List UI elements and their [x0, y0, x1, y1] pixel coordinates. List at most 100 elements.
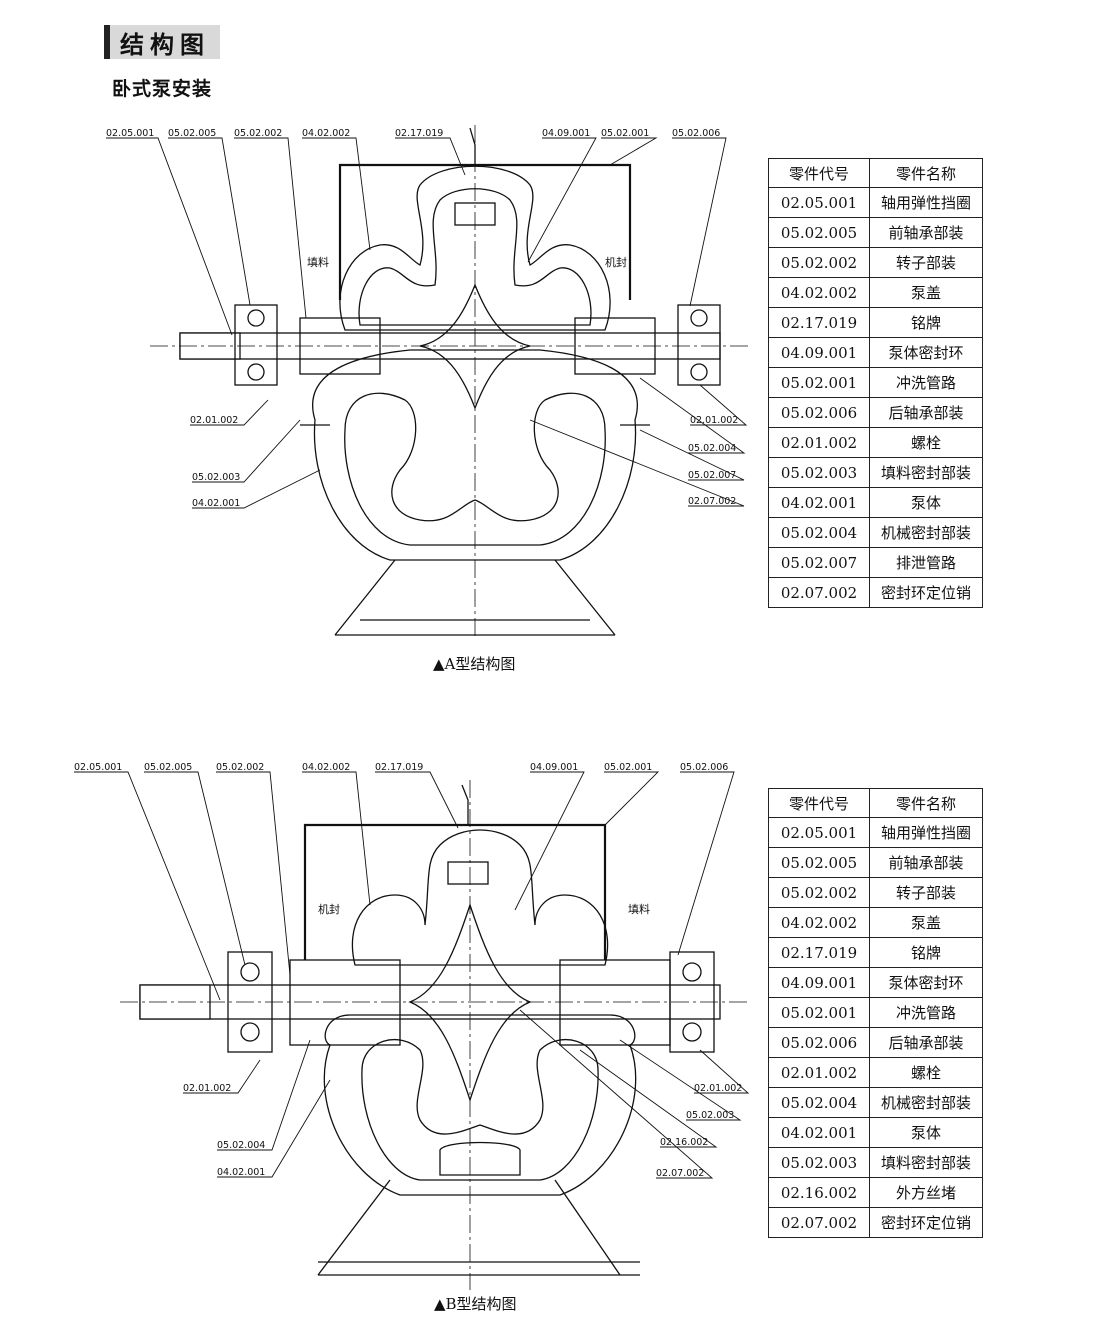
part-name: 后轴承部装: [869, 397, 983, 428]
b-callout-02-01-002-right: 02.01.002: [694, 1083, 742, 1094]
a-callout-02-01-002-right: 02.01.002: [690, 415, 738, 426]
b-callout-05-02-002: 05.02.002: [216, 762, 264, 773]
part-name: 冲洗管路: [869, 367, 983, 398]
b-callout-05-02-004: 05.02.004: [217, 1140, 265, 1151]
part-name: 排泄管路: [869, 547, 983, 578]
part-code: 04.02.001: [768, 1117, 870, 1148]
part-name: 螺栓: [869, 1057, 983, 1088]
part-code: 02.05.001: [768, 817, 870, 848]
b-inner-cavity: [361, 1039, 599, 1181]
part-name: 轴用弹性挡圈: [869, 187, 983, 218]
part-code: 02.01.002: [768, 427, 870, 458]
part-name: 填料密封部装: [869, 1147, 983, 1178]
part-name: 螺栓: [869, 427, 983, 458]
column-header-part-name: 零件名称: [869, 158, 983, 188]
table-header-row: 零件代号 零件名称: [768, 158, 983, 188]
part-code: 05.02.004: [768, 1087, 870, 1118]
b-callout-02-17-019: 02.17.019: [375, 762, 423, 773]
a-callout-02-07-002: 02.07.002: [688, 496, 736, 507]
column-header-part-name: 零件名称: [869, 788, 983, 818]
part-code: 05.02.006: [768, 1027, 870, 1058]
part-name: 泵体密封环: [869, 337, 983, 368]
b-callout-labels: 02.05.001 05.02.005 05.02.002 04.02.002 …: [74, 762, 742, 1179]
b-note-mech-seal: 机封: [318, 902, 340, 916]
column-header-part-code: 零件代号: [768, 158, 870, 188]
b-callout-02-05-001: 02.05.001: [74, 762, 122, 773]
b-callout-04-09-001: 04.09.001: [530, 762, 578, 773]
b-cover-outline: [351, 829, 609, 966]
part-code: 02.16.002: [768, 1177, 870, 1208]
part-code: 05.02.003: [768, 1147, 870, 1178]
b-callout-02-07-002: 02.07.002: [656, 1168, 704, 1179]
part-name: 铭牌: [869, 937, 983, 968]
b-callout-04-02-002: 04.02.002: [302, 762, 350, 773]
b-callout-02-01-002-left: 02.01.002: [183, 1083, 231, 1094]
diagram-b: 02.05.001 05.02.005 05.02.002 04.02.002 …: [74, 762, 750, 1290]
part-code: 05.02.003: [768, 457, 870, 488]
a-callout-labels: 02.05.001 05.02.005 05.02.002 04.02.002 …: [106, 128, 738, 509]
part-name: 前轴承部装: [869, 217, 983, 248]
b-callout-02-16-002: 02.16.002: [660, 1137, 708, 1148]
a-callout-02-17-019: 02.17.019: [395, 128, 443, 139]
table-header-row: 零件代号 零件名称: [768, 788, 983, 818]
a-note-packing: 填料: [307, 255, 329, 269]
part-code: 04.09.001: [768, 337, 870, 368]
a-callout-05-02-006: 05.02.006: [672, 128, 720, 139]
part-code: 05.02.002: [768, 877, 870, 908]
part-name: 泵盖: [869, 277, 983, 308]
b-shaft: [139, 984, 721, 1020]
column-header-part-code: 零件代号: [768, 788, 870, 818]
part-name: 机械密封部装: [869, 1087, 983, 1118]
part-name: 泵体密封环: [869, 967, 983, 998]
part-code: 02.01.002: [768, 1057, 870, 1088]
part-name: 机械密封部装: [869, 517, 983, 548]
a-inner-cavity: [344, 392, 606, 546]
a-callout-05-02-005: 05.02.005: [168, 128, 216, 139]
diagram-a-caption: ▲A型结构图: [433, 655, 516, 673]
a-callout-05-02-004: 05.02.004: [688, 443, 736, 454]
part-code: 05.02.002: [768, 247, 870, 278]
part-code: 02.05.001: [768, 187, 870, 218]
b-base: [317, 1179, 640, 1276]
a-front-bearing: [234, 304, 278, 386]
section-title: 结构图: [104, 25, 220, 59]
part-name: 填料密封部装: [869, 457, 983, 488]
part-code: 04.09.001: [768, 967, 870, 998]
b-callout-05-02-006: 05.02.006: [680, 762, 728, 773]
part-code: 05.02.007: [768, 547, 870, 578]
part-code: 05.02.005: [768, 847, 870, 878]
a-callout-05-02-007: 05.02.007: [688, 470, 736, 481]
diagram-b-caption: ▲B型结构图: [434, 1295, 517, 1313]
a-cover-outline: [339, 165, 611, 331]
b-note-packing: 填料: [628, 902, 650, 916]
part-name: 泵盖: [869, 907, 983, 938]
b-flush-pipe: [303, 823, 607, 960]
b-callout-04-02-001: 04.02.001: [217, 1167, 265, 1178]
part-code: 05.02.006: [768, 397, 870, 428]
part-code: 04.02.001: [768, 487, 870, 518]
part-code: 05.02.005: [768, 217, 870, 248]
a-callout-04-02-001: 04.02.001: [192, 498, 240, 509]
part-name: 泵体: [869, 487, 983, 518]
b-callout-05-02-005: 05.02.005: [144, 762, 192, 773]
part-name: 铭牌: [869, 307, 983, 338]
